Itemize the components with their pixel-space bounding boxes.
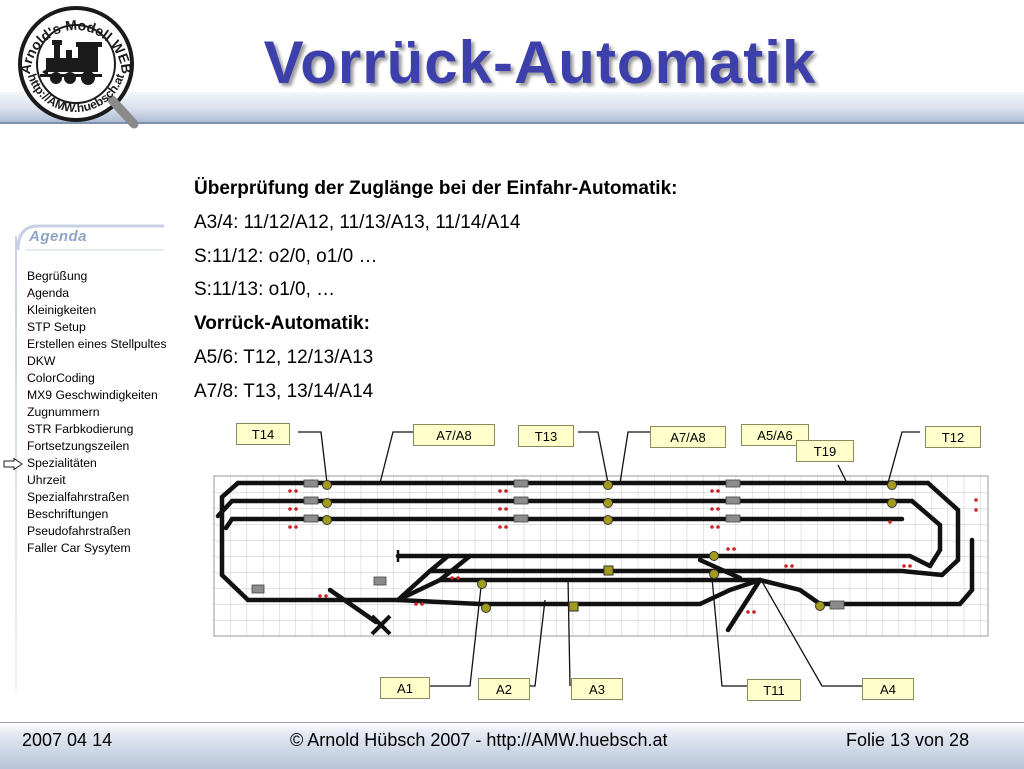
agenda-item[interactable]: STR Farbkodierung [27, 422, 134, 436]
agenda-header [16, 224, 164, 251]
footer-band [0, 722, 1024, 769]
agenda-item[interactable]: ColorCoding [27, 371, 95, 385]
signal-lamps [322, 480, 897, 613]
track-diagram [213, 431, 989, 687]
agenda-item[interactable]: MX9 Geschwindigkeiten [27, 388, 158, 402]
arrow-right-outline-icon [3, 458, 23, 470]
diagram-label-t19: T19 [796, 440, 854, 462]
agenda-item[interactable]: STP Setup [27, 320, 86, 334]
agenda-item[interactable]: Pseudofahrstraßen [27, 524, 131, 538]
agenda-item[interactable]: Fortsetzungszeilen [27, 439, 130, 453]
agenda-item-current[interactable]: Spezialitäten [27, 456, 97, 470]
agenda-item[interactable]: Beschriftungen [27, 507, 109, 521]
diagram-label-a2: A2 [478, 678, 530, 700]
route-markers [288, 489, 978, 614]
agenda-list: Begrüßung Agenda Kleinigkeiten STP Setup… [27, 268, 167, 557]
leader-lines [298, 431, 920, 687]
diagram-label-a4: A4 [862, 678, 914, 700]
body-line: A7/8: T13, 13/14/A14 [194, 380, 374, 402]
diagram-label-a3: A3 [571, 678, 623, 700]
diagram-label-a7a8-left: A7/A8 [413, 424, 495, 446]
body-line: S:11/12: o2/0, o1/0 … [194, 245, 378, 267]
agenda-item[interactable]: Faller Car Sysytem [27, 541, 131, 555]
locomotive-icon [40, 40, 102, 85]
crossing-icon [370, 614, 392, 636]
agenda-item[interactable]: Kleinigkeiten [27, 303, 97, 317]
locomotive-magnifier-logo: Arnold's Modell WEB http://AMW.huebsch.a… [17, 6, 139, 129]
diagram-label-t12: T12 [925, 426, 981, 448]
agenda-item[interactable]: DKW [27, 354, 56, 368]
tracks [215, 480, 975, 633]
title-stripe [0, 92, 1024, 124]
body-heading-advance: Vorrück-Automatik: [194, 313, 370, 335]
slide-title: Vorrück-Automatik [263, 29, 817, 96]
footer-copyright: © Arnold Hübsch 2007 - http://AMW.huebsc… [290, 730, 668, 750]
body-line: S:11/13: o1/0, … [194, 279, 336, 301]
agenda-item[interactable]: Agenda [27, 286, 70, 300]
block-sections [251, 479, 845, 610]
agenda-item[interactable]: Spezialfahrstraßen [27, 490, 130, 504]
body-line: A5/6: T12, 12/13/A13 [194, 346, 374, 368]
body-line: A3/4: 11/12/A12, 11/13/A13, 11/14/A14 [194, 211, 521, 233]
footer-date: 2007 04 14 [22, 730, 113, 750]
diagram-label-t11: T11 [747, 679, 801, 701]
agenda-item[interactable]: Begrüßung [27, 269, 88, 283]
footer-slide-number: Folie 13 von 28 [846, 730, 970, 750]
diagram-label-t13: T13 [518, 425, 574, 447]
diagram-label-a5a6: A5/A6 [741, 424, 809, 446]
body-heading-train-length: Überprüfung der Zuglänge bei der Einfahr… [194, 178, 678, 199]
agenda-item[interactable]: Erstellen eines Stellpultes [27, 337, 167, 351]
diagram-label-t14: T14 [236, 423, 290, 445]
slide-body: Überprüfung der Zuglänge bei der Einfahr… [194, 172, 677, 409]
diagram-label-a7a8-right: A7/A8 [650, 426, 726, 448]
agenda-item[interactable]: Uhrzeit [27, 473, 66, 487]
agenda-item[interactable]: Zugnummern [27, 405, 100, 419]
diagram-label-a1: A1 [380, 677, 430, 699]
